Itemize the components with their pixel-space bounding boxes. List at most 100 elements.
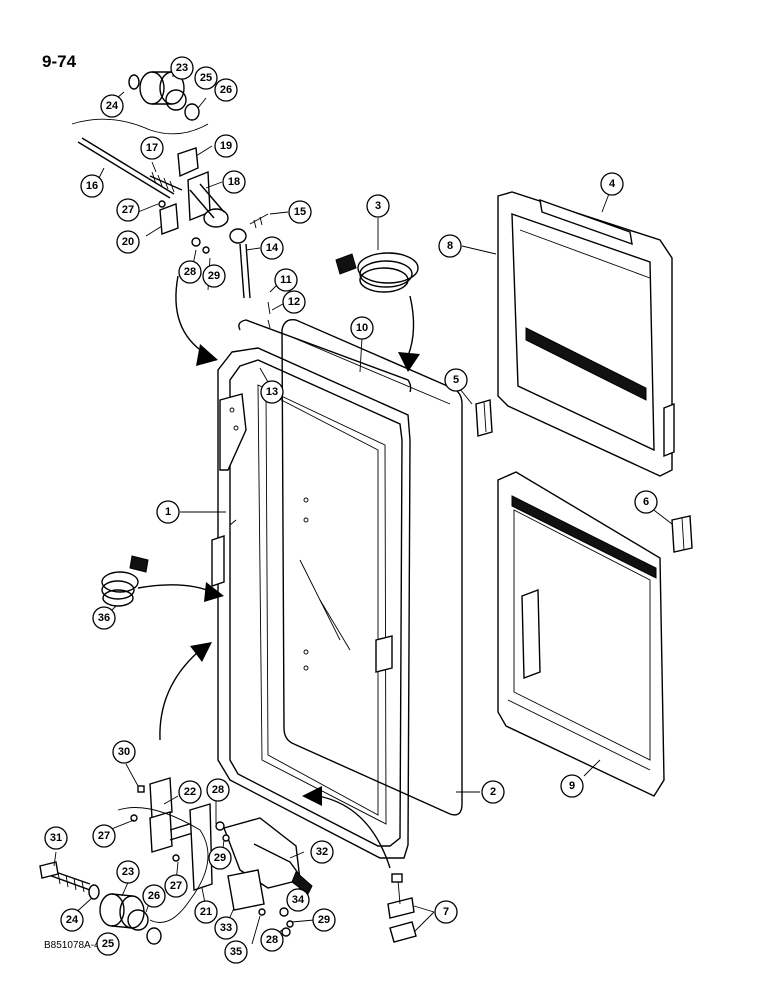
svg-text:28: 28 bbox=[184, 266, 196, 278]
callout-33: 33 bbox=[214, 916, 238, 940]
lower-latch-assembly bbox=[39, 777, 313, 945]
svg-text:4: 4 bbox=[609, 178, 616, 190]
callout-24-upper: 24 bbox=[100, 94, 124, 118]
callout-3: 3 bbox=[366, 194, 390, 218]
callout-36: 36 bbox=[92, 606, 116, 630]
callout-30: 30 bbox=[112, 740, 136, 764]
svg-text:15: 15 bbox=[294, 206, 306, 218]
svg-text:29: 29 bbox=[208, 270, 220, 282]
door-frame bbox=[211, 319, 412, 859]
callout-27-lower-left: 27 bbox=[92, 824, 116, 848]
svg-text:23: 23 bbox=[122, 866, 134, 878]
callout-31: 31 bbox=[44, 826, 68, 850]
callout-9: 9 bbox=[560, 774, 584, 798]
callout-29-lower-left: 29 bbox=[208, 846, 232, 870]
callout-19: 19 bbox=[214, 134, 238, 158]
upper-handle-assembly bbox=[71, 71, 271, 329]
svg-text:24: 24 bbox=[66, 914, 79, 926]
callout-25-upper: 25 bbox=[194, 66, 218, 90]
callout-32: 32 bbox=[310, 840, 334, 864]
svg-text:26: 26 bbox=[220, 84, 232, 96]
seal-coil-36 bbox=[101, 555, 149, 607]
callout-7: 7 bbox=[434, 900, 458, 924]
callout-27-upper: 27 bbox=[116, 198, 140, 222]
svg-text:26: 26 bbox=[148, 890, 160, 902]
clip-6 bbox=[671, 515, 693, 553]
svg-text:29: 29 bbox=[214, 852, 226, 864]
svg-text:2: 2 bbox=[490, 786, 496, 798]
callout-10: 10 bbox=[350, 316, 374, 340]
lower-window-frame bbox=[497, 471, 665, 797]
svg-text:8: 8 bbox=[447, 240, 453, 252]
svg-text:24: 24 bbox=[106, 100, 119, 112]
svg-text:25: 25 bbox=[102, 938, 114, 950]
svg-text:27: 27 bbox=[170, 880, 182, 892]
svg-text:25: 25 bbox=[200, 72, 212, 84]
figure-code: B851078A-45 bbox=[44, 940, 106, 951]
callout-27-lower-center: 27 bbox=[164, 874, 188, 898]
svg-text:35: 35 bbox=[230, 946, 242, 958]
svg-text:19: 19 bbox=[220, 140, 232, 152]
svg-text:6: 6 bbox=[643, 496, 649, 508]
page-number: 9-74 bbox=[42, 52, 77, 71]
callout-20: 20 bbox=[116, 230, 140, 254]
svg-text:27: 27 bbox=[122, 204, 134, 216]
svg-text:22: 22 bbox=[184, 786, 196, 798]
callout-5: 5 bbox=[444, 368, 468, 392]
callout-12: 12 bbox=[282, 290, 306, 314]
svg-text:20: 20 bbox=[122, 236, 134, 248]
svg-text:28: 28 bbox=[266, 934, 278, 946]
callout-21: 21 bbox=[194, 900, 218, 924]
svg-text:18: 18 bbox=[228, 176, 240, 188]
callout-28-lower-top: 28 bbox=[206, 778, 230, 802]
svg-text:30: 30 bbox=[118, 746, 130, 758]
callout-4: 4 bbox=[600, 172, 624, 196]
svg-text:27: 27 bbox=[98, 830, 110, 842]
svg-text:7: 7 bbox=[443, 906, 449, 918]
svg-text:36: 36 bbox=[98, 612, 110, 624]
svg-text:10: 10 bbox=[356, 322, 368, 334]
svg-text:17: 17 bbox=[146, 142, 158, 154]
svg-text:33: 33 bbox=[220, 922, 232, 934]
svg-text:9: 9 bbox=[569, 780, 575, 792]
callout-15: 15 bbox=[288, 200, 312, 224]
svg-text:21: 21 bbox=[200, 906, 212, 918]
upper-window-frame bbox=[497, 191, 675, 477]
callout-29-upper: 29 bbox=[202, 264, 226, 288]
svg-text:12: 12 bbox=[288, 296, 300, 308]
glass-panel bbox=[281, 319, 463, 816]
callout-25-lower: 25 bbox=[96, 932, 120, 956]
svg-text:29: 29 bbox=[318, 914, 330, 926]
callout-2: 2 bbox=[481, 780, 505, 804]
latch-7 bbox=[387, 873, 417, 943]
svg-text:11: 11 bbox=[280, 274, 292, 286]
svg-text:34: 34 bbox=[292, 894, 305, 906]
svg-text:14: 14 bbox=[266, 242, 279, 254]
callout-11: 11 bbox=[274, 268, 298, 292]
callout-28-upper: 28 bbox=[178, 260, 202, 284]
seal-coil-3 bbox=[335, 252, 419, 293]
svg-text:5: 5 bbox=[453, 374, 459, 386]
callout-23-upper: 23 bbox=[170, 56, 194, 80]
callout-14: 14 bbox=[260, 236, 284, 260]
callout-8: 8 bbox=[438, 234, 462, 258]
callout-24-lower: 24 bbox=[60, 908, 84, 932]
svg-text:31: 31 bbox=[50, 832, 62, 844]
callout-13: 13 bbox=[260, 380, 284, 404]
assembly-arrows bbox=[137, 275, 420, 869]
callout-26-upper: 26 bbox=[214, 78, 238, 102]
svg-text:32: 32 bbox=[316, 846, 328, 858]
callout-18: 18 bbox=[222, 170, 246, 194]
clip-5 bbox=[475, 399, 493, 437]
svg-text:28: 28 bbox=[212, 784, 224, 796]
callout-35: 35 bbox=[224, 940, 248, 964]
svg-text:3: 3 bbox=[375, 200, 381, 212]
callout-1: 1 bbox=[156, 500, 180, 524]
svg-text:1: 1 bbox=[165, 506, 171, 518]
callout-23-lower: 23 bbox=[116, 860, 140, 884]
callout-6: 6 bbox=[634, 490, 658, 514]
svg-text:16: 16 bbox=[86, 180, 98, 192]
callout-22: 22 bbox=[178, 780, 202, 804]
callout-29-lower-right: 29 bbox=[312, 908, 336, 932]
